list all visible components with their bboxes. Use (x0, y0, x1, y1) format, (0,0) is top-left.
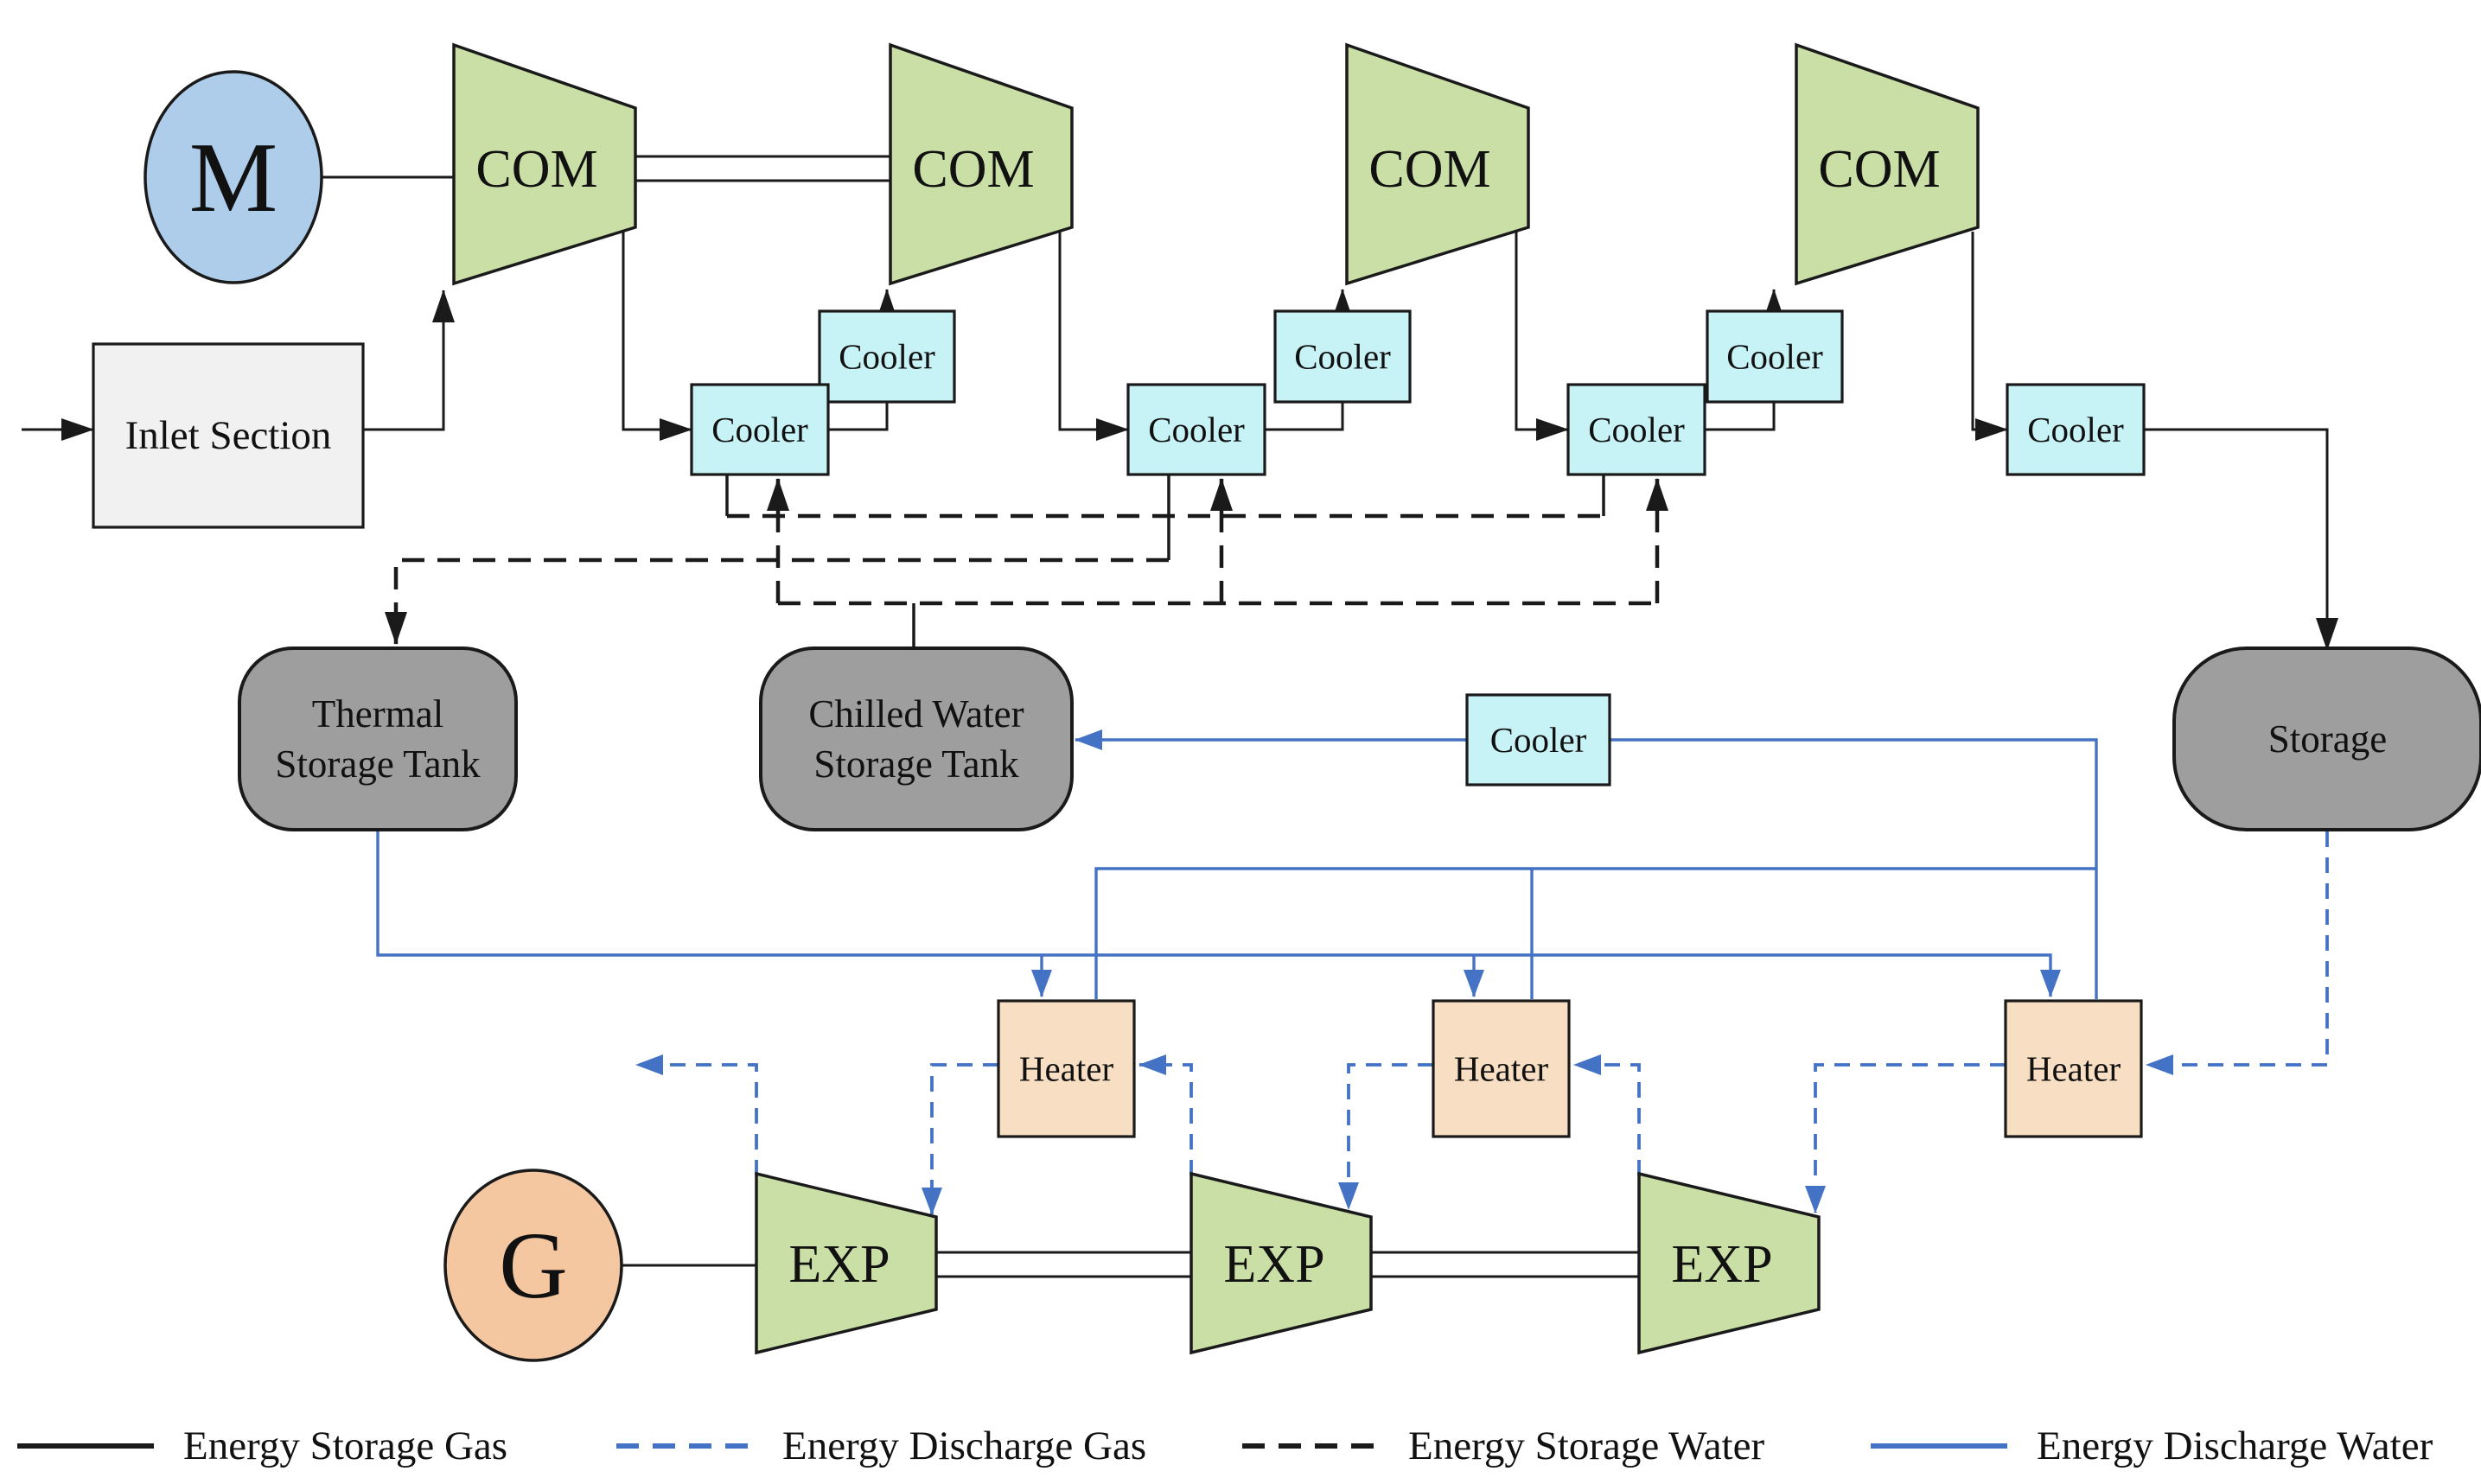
generator-g (443, 1169, 623, 1362)
solid-blue-line-icon (1871, 1443, 2007, 1449)
dashed-blue-line-icon (616, 1443, 753, 1449)
legend: Energy Storage Gas Energy Discharge Gas … (0, 1416, 2481, 1476)
heater-2-label: Heater (1454, 1049, 1549, 1089)
expander-exp-1 (755, 1171, 938, 1355)
dashed-black-line-icon (1242, 1443, 1379, 1449)
cooler-4 (2006, 383, 2146, 476)
dis-water-thermal-supply (376, 831, 2061, 997)
tank-storage-label: Storage (2268, 717, 2387, 761)
edges-layer (22, 155, 2338, 1278)
expander-exp-2 (1189, 1171, 1373, 1355)
cooler-mid (1465, 693, 1611, 787)
solid-black-line-icon (17, 1443, 154, 1449)
flow-com1-cooler1 (622, 232, 692, 441)
dis-gas-heater2-exp2 (1338, 1063, 1433, 1210)
compressor-com-1 (452, 42, 637, 286)
dis-gas-heater1-exp1 (922, 1063, 998, 1215)
expander-exp-1-label: EXP (788, 1235, 890, 1294)
inlet-section-label: Inlet Section (125, 413, 332, 458)
compressor-com-2 (889, 42, 1074, 286)
flow-inlet-com1 (363, 290, 455, 431)
flow-cooler1-upper1 (828, 402, 889, 431)
cooler-2-label: Cooler (1148, 410, 1245, 449)
cooler-upper-3 (1706, 309, 1844, 404)
heater-3 (2004, 999, 2143, 1138)
dis-water-heater-outlets (1094, 867, 2096, 999)
dis-gas-exp3-heater2 (1573, 1054, 1641, 1175)
heater-2 (1432, 999, 1571, 1138)
legend-item-energy-storage-water: Energy Storage Water (1242, 1416, 1764, 1476)
legend-item-energy-discharge-gas: Energy Discharge Gas (616, 1416, 1146, 1476)
tank-thermal (238, 646, 518, 831)
compressor-com-3 (1345, 42, 1530, 286)
compressor-com-4-label: COM (1818, 140, 1940, 199)
flow-com2-cooler2 (1058, 232, 1129, 441)
compressor-com-4 (1795, 42, 1980, 286)
cooler-upper-2 (1273, 309, 1412, 404)
legend-label: Energy Discharge Water (2037, 1423, 2433, 1468)
legend-label: Energy Discharge Gas (782, 1423, 1147, 1468)
water-cooler2-thermal-tank (385, 557, 1169, 645)
dis-gas-exp1-exhaust (635, 1054, 758, 1175)
cooler-3 (1566, 383, 1706, 476)
cooler-mid-label: Cooler (1490, 720, 1587, 760)
motor-m (144, 70, 323, 284)
flow-com4-cooler4 (1971, 232, 2008, 441)
legend-item-energy-discharge-water: Energy Discharge Water (1871, 1416, 2433, 1476)
cooler-4-label: Cooler (2027, 410, 2124, 449)
cooler-1-label: Cooler (711, 410, 808, 449)
dis-water-cooler-return (1610, 738, 2098, 999)
flow-cooler2-upper2 (1264, 402, 1344, 431)
expander-exp-3 (1637, 1171, 1821, 1355)
legend-label: Energy Storage Gas (183, 1423, 508, 1468)
compressor-com-2-label: COM (912, 140, 1034, 199)
generator-g-label: G (499, 1213, 567, 1318)
flow-cooler3-upper3 (1705, 402, 1776, 431)
legend-item-energy-storage-gas: Energy Storage Gas (17, 1416, 507, 1476)
cooler-3-label: Cooler (1588, 410, 1685, 449)
cooler-upper-1-label: Cooler (839, 337, 935, 377)
flow-com3-cooler3 (1515, 232, 1569, 441)
heater-1 (997, 999, 1136, 1138)
cooler-upper-3-label: Cooler (1726, 337, 1823, 377)
compressor-com-1-label: COM (475, 140, 597, 199)
compressor-com-3-label: COM (1368, 140, 1490, 199)
cooler-upper-2-label: Cooler (1294, 337, 1391, 377)
cooler-upper-1 (818, 309, 956, 404)
dis-gas-storage-heater3 (2146, 831, 2329, 1075)
tank-chilled (759, 646, 1074, 831)
legend-label: Energy Storage Water (1408, 1423, 1765, 1468)
flow-cooler4-storage (2142, 428, 2338, 651)
cooler-1 (690, 383, 830, 476)
heater-3-label: Heater (2026, 1049, 2121, 1089)
motor-m-label: M (189, 123, 277, 232)
heater-1-label: Heater (1019, 1049, 1114, 1089)
inlet-section (92, 342, 365, 529)
dis-gas-heater3-exp3 (1805, 1063, 2006, 1213)
tank-storage (2172, 646, 2481, 831)
dis-gas-exp2-heater1 (1138, 1054, 1193, 1175)
expander-exp-3-label: EXP (1671, 1235, 1772, 1294)
cooler-2 (1126, 383, 1266, 476)
expander-exp-2-label: EXP (1223, 1235, 1324, 1294)
